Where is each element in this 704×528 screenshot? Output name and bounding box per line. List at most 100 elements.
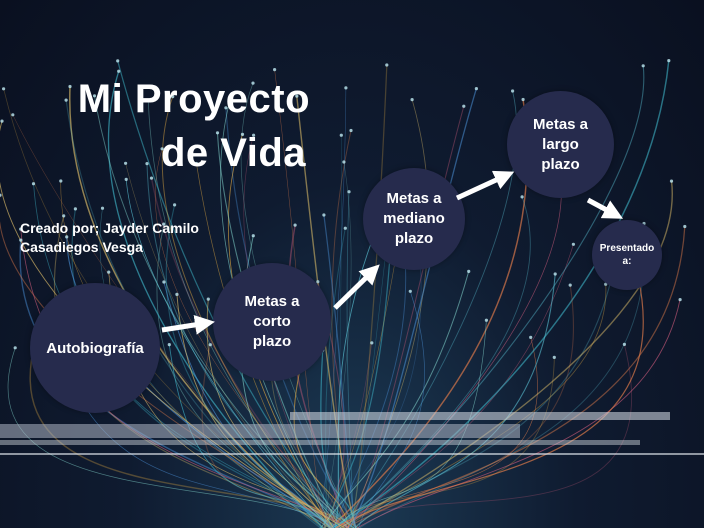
background-dot: [251, 81, 255, 85]
background-dot: [552, 355, 556, 359]
background-curve: [339, 181, 673, 528]
node-label: corto: [253, 313, 291, 330]
background-dot: [1, 87, 6, 91]
background-curve: [323, 161, 352, 528]
node-label: a:: [622, 256, 632, 267]
background-curve: [346, 191, 354, 528]
author-credit: Creado por; Jayder Camilo: [20, 220, 199, 236]
background-curve: [206, 299, 334, 528]
background-dot: [339, 133, 343, 137]
node-label: largo: [542, 135, 579, 153]
background-dot: [146, 98, 150, 102]
background-dot: [19, 238, 23, 242]
background-dot: [349, 128, 353, 133]
node-label: Autobiografía: [46, 339, 144, 357]
background-curve: [332, 65, 645, 528]
background-curve: [345, 226, 686, 528]
background-curve: [65, 100, 321, 528]
background-curve: [331, 130, 352, 528]
node-autobiografia[interactable]: Autobiografía: [30, 283, 160, 413]
background-curve: [337, 337, 538, 528]
background-dot: [273, 68, 277, 72]
background-curve: [330, 99, 528, 528]
node-metas-mediano-plazo[interactable]: Metas a mediano plazo: [363, 168, 465, 270]
background-dot: [622, 342, 627, 346]
background-curve: [125, 179, 332, 528]
background-dot: [167, 343, 171, 347]
background-dot: [347, 190, 351, 194]
background-dot: [521, 97, 525, 102]
background-dot: [215, 131, 220, 135]
background-dot: [208, 343, 212, 347]
background-curve: [335, 135, 342, 528]
background-curve: [350, 64, 388, 528]
background-curve: [348, 88, 478, 528]
background-curve: [93, 95, 355, 528]
background-dot: [175, 292, 179, 296]
background-curve: [150, 177, 348, 528]
node-metas-corto-plazo[interactable]: Metas a corto plazo: [213, 263, 331, 381]
background-curve: [358, 291, 425, 528]
background-dot: [116, 59, 120, 63]
background-dot: [344, 86, 348, 90]
background-curve: [125, 163, 337, 528]
background-dot: [62, 214, 66, 218]
background-curve: [336, 320, 487, 528]
background-curve: [332, 60, 670, 528]
background-dot: [484, 318, 488, 322]
node-label: Presentado: [599, 243, 655, 254]
background-dot: [224, 106, 228, 110]
background-dot: [206, 297, 210, 301]
background-dot: [19, 227, 23, 231]
background-dot: [92, 94, 97, 98]
background-dot: [316, 280, 320, 284]
background-dot: [571, 242, 576, 246]
background-dot: [322, 213, 326, 217]
node-label: plazo: [252, 333, 292, 350]
background-dot: [553, 272, 557, 276]
background-dot: [641, 64, 645, 68]
background-dot: [370, 341, 374, 345]
background-dot: [124, 177, 128, 181]
node-label: Metas a: [532, 115, 589, 133]
background-curve: [296, 96, 357, 528]
background-dot: [124, 161, 128, 165]
background-dot: [100, 206, 105, 210]
background-curve: [335, 276, 644, 528]
node-label: plazo: [394, 230, 434, 247]
background-dot: [295, 94, 299, 98]
node-presentado-a[interactable]: Presentado a:: [592, 220, 662, 290]
background-dot: [11, 113, 15, 117]
background-dot: [678, 298, 682, 302]
background-dot: [59, 179, 63, 183]
slide-title-line2: de Vida: [160, 131, 306, 175]
background-curve: [353, 284, 574, 528]
background-dot: [0, 119, 4, 123]
background-dot: [64, 98, 68, 102]
slide-title: Mi Proyecto: [77, 77, 310, 121]
background-dot: [467, 269, 471, 273]
background-dot: [293, 223, 297, 227]
background-curve: [161, 96, 334, 528]
background-dot: [474, 87, 478, 91]
background-curve: [196, 163, 330, 528]
background-dot: [529, 335, 533, 339]
background-dot: [162, 222, 166, 226]
node-metas-largo-plazo[interactable]: Metas a largo plazo: [507, 91, 614, 198]
background-curve: [323, 214, 357, 528]
background-dot: [162, 280, 166, 284]
background-dot: [343, 226, 347, 230]
background-dot: [510, 89, 515, 93]
node-label: mediano: [383, 210, 445, 227]
background-dot: [251, 234, 255, 238]
background-dot: [107, 270, 111, 274]
node-label: plazo: [541, 155, 580, 173]
background-curve: [165, 204, 324, 528]
background-curve: [320, 350, 357, 528]
background-dot: [173, 203, 177, 207]
background-dot: [683, 224, 687, 229]
background-dot: [117, 69, 121, 73]
background-dot: [342, 160, 346, 164]
